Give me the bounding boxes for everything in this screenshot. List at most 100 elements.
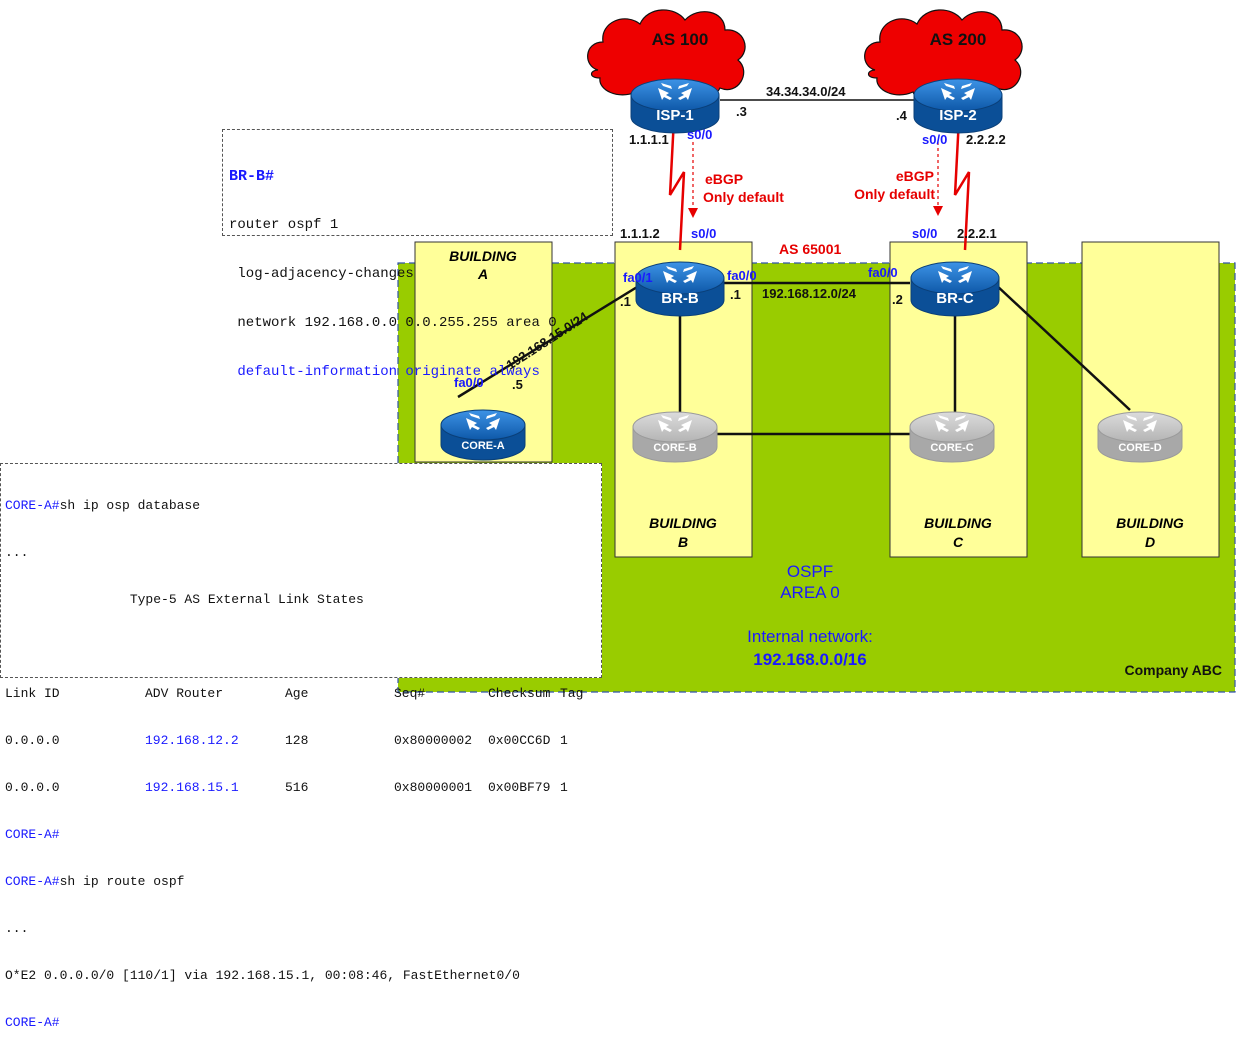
row-tag: 1	[560, 733, 568, 748]
col-age: Age	[285, 686, 309, 701]
row-tag: 1	[560, 780, 568, 795]
brb-fa00-label: fa0/0	[727, 268, 757, 283]
network-diagram: BUILDING A BUILDING B BUILDING C BUILDIN…	[397, 9, 1236, 693]
brc-fa00-label: fa0/0	[868, 265, 898, 280]
row-seq: 0x80000001	[394, 780, 473, 795]
corea-table-row: 0.0.0.0 192.168.12.2 128 0x80000002 0x00CC6D…	[5, 732, 601, 749]
row-age: 128	[285, 733, 309, 748]
router-label: ISP-1	[656, 107, 694, 124]
router-label: CORE-B	[653, 442, 696, 454]
router-coreb[interactable]: CORE-B	[632, 411, 718, 463]
cloud-as100-label: AS 100	[652, 30, 709, 49]
router-label: BR-C	[936, 290, 974, 307]
row-link-id: 0.0.0.0	[5, 780, 60, 795]
corea-section-title: Type-5 AS External Link States	[5, 592, 364, 607]
row-link-id: 0.0.0.0	[5, 733, 60, 748]
corea-host: .5	[512, 377, 523, 392]
building-d-letter: D	[1145, 534, 1155, 550]
brb-wan-iface: s0/0	[691, 226, 716, 241]
corea-cmd-2: sh ip route ospf	[59, 874, 185, 889]
building-c-title: BUILDING	[924, 515, 992, 531]
row-adv-router: 192.168.12.2	[145, 733, 239, 748]
company-label: Company ABC	[1125, 662, 1223, 678]
router-top	[1097, 411, 1183, 443]
router-top	[635, 261, 725, 295]
isp-link-network: 34.34.34.0/24	[766, 84, 846, 99]
serial-link-isp1-brb	[668, 117, 686, 251]
internal-network-label: Internal network:	[747, 627, 873, 646]
building-b-letter: B	[678, 534, 688, 550]
router-isp2[interactable]: ISP-2	[913, 78, 1003, 134]
brb-fa01-label: fa0/1	[623, 270, 653, 285]
cloud-as200-label: AS 200	[930, 30, 987, 49]
ebgp-right-sub: Only default	[854, 186, 935, 202]
brb-config-default-originate: default-information originate always	[229, 364, 540, 380]
router-top	[913, 78, 1003, 112]
corea-output-box: CORE-A#sh ip osp database ... Type-5 AS …	[0, 463, 602, 1030]
row-seq: 0x80000002	[394, 733, 473, 748]
ebgp-left-label: eBGP	[705, 171, 743, 187]
building-a-title: BUILDING	[449, 248, 517, 264]
router-top	[910, 261, 1000, 295]
corea-cmd-1: sh ip osp database	[59, 498, 201, 513]
brb-fa01-host: .1	[620, 294, 631, 309]
link-brb-corea	[457, 282, 643, 399]
isp1-iface: s0/0	[687, 127, 712, 142]
ospf-label: OSPF	[787, 562, 833, 581]
row-age: 516	[285, 780, 309, 795]
corea-ellipsis: ...	[5, 545, 29, 560]
corea-route-line: O*E2 0.0.0.0/0 [110/1] via 192.168.15.1,…	[5, 968, 520, 983]
router-corea[interactable]: CORE-A	[440, 409, 526, 461]
col-seq: Seq#	[394, 686, 426, 701]
corea-prompt: CORE-A#	[5, 874, 60, 889]
building-c-letter: C	[953, 534, 964, 550]
brc-wan-ip: 2.2.2.1	[957, 226, 997, 241]
isp2-link-host: .4	[896, 108, 908, 123]
brc-wan-iface: s0/0	[912, 226, 937, 241]
col-link-id: Link ID	[5, 686, 60, 701]
corea-prompt: CORE-A#	[5, 827, 60, 842]
corea-blank-line	[5, 638, 601, 655]
ebgp-left-sub: Only default	[703, 189, 784, 205]
brc-fa00-host: .2	[892, 292, 903, 307]
router-isp1[interactable]: ISP-1	[630, 78, 720, 134]
isp2-loopback: 2.2.2.2	[966, 132, 1006, 147]
router-top	[630, 78, 720, 112]
cloud-as200	[864, 9, 1023, 103]
brb-config-line: log-adjacency-changes	[229, 266, 414, 282]
router-label: CORE-A	[461, 440, 504, 452]
router-label: ISP-2	[939, 107, 977, 124]
building-b-title: BUILDING	[649, 515, 717, 531]
brb-wan-ip: 1.1.1.2	[620, 226, 660, 241]
corea-fa00-label: fa0/0	[454, 375, 484, 390]
ospf-area-label: AREA 0	[780, 583, 840, 602]
isp2-iface: s0/0	[922, 132, 947, 147]
brb-config-box: BR-B# router ospf 1 log-adjacency-change…	[222, 129, 613, 380]
brb-fa00-host: .1	[730, 287, 741, 302]
row-checksum: 0x00CC6D	[488, 733, 551, 748]
router-top	[632, 411, 718, 443]
row-checksum: 0x00BF79	[488, 780, 551, 795]
router-label: CORE-D	[1118, 442, 1161, 454]
as-local-label: AS 65001	[779, 241, 841, 257]
router-top	[909, 411, 995, 443]
router-brb[interactable]: BR-B	[635, 261, 725, 317]
router-brc[interactable]: BR-C	[910, 261, 1000, 317]
router-cored[interactable]: CORE-D	[1097, 411, 1183, 463]
col-tag: Tag	[560, 686, 584, 701]
building-d-title: BUILDING	[1116, 515, 1184, 531]
router-corec[interactable]: CORE-C	[909, 411, 995, 463]
isp1-loopback: 1.1.1.1	[629, 132, 669, 147]
isp1-link-host: .3	[736, 104, 747, 119]
cloud-as100	[587, 9, 746, 103]
router-label: BR-B	[661, 290, 699, 307]
building-a-letter: A	[477, 266, 488, 282]
corea-prompt: CORE-A#	[5, 498, 60, 513]
brb-config-line: network 192.168.0.0 0.0.255.255 area 0	[229, 315, 557, 331]
col-adv-router: ADV Router	[145, 686, 224, 701]
corea-ellipsis: ...	[5, 921, 29, 936]
building-d-box	[1081, 241, 1220, 558]
router-top	[440, 409, 526, 441]
